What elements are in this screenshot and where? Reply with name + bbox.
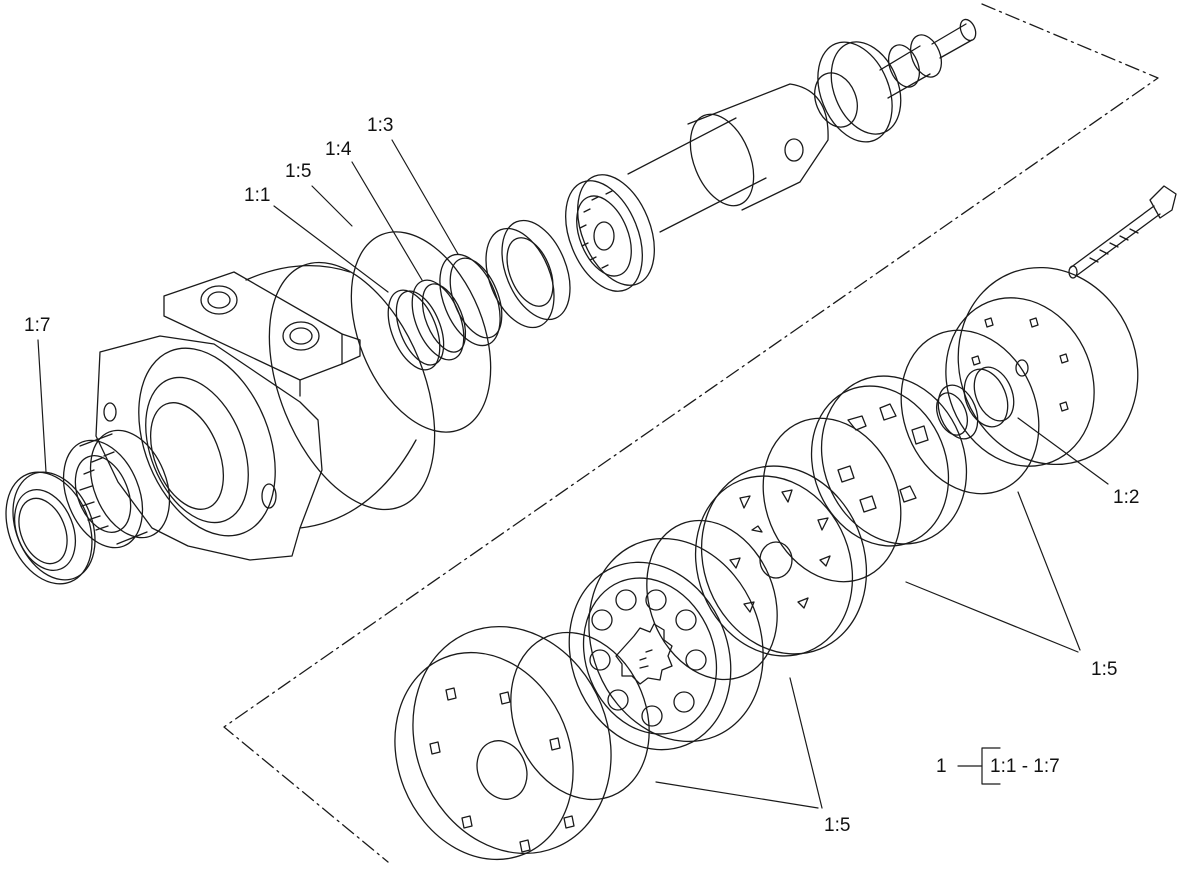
- valve-plate: [694, 465, 868, 657]
- needle-bearing: [62, 429, 171, 549]
- callout-1-5-top: 1:5: [285, 161, 312, 182]
- dust-seal: [387, 279, 467, 371]
- kit-legend-bracket: [957, 747, 1001, 785]
- callout-1-4: 1:4: [325, 139, 352, 160]
- gerotor-set: [568, 537, 764, 751]
- callout-1-7: 1:7: [24, 315, 51, 336]
- callout-1-5-right: 1:5: [1091, 659, 1118, 680]
- thrust-bearing: [565, 174, 655, 292]
- shaft-seal-ring: [485, 219, 571, 329]
- kit-boundary: [223, 3, 1159, 863]
- kit-item-number: 1: [936, 756, 947, 777]
- o-ring-lower: [510, 631, 650, 801]
- output-shaft: [627, 83, 829, 233]
- wear-plate: [394, 625, 612, 861]
- end-cap: [945, 266, 1139, 467]
- leader-lines: [37, 139, 1109, 809]
- o-ring-cap: [900, 329, 1040, 495]
- callout-1-5-bottom: 1:5: [824, 815, 851, 836]
- o-ring-mid: [762, 417, 902, 583]
- shaft-seal: [5, 471, 96, 585]
- case-drain-seal: [935, 366, 1015, 440]
- callout-1-2: 1:2: [1113, 487, 1140, 508]
- motor-housing: [95, 261, 436, 561]
- kit-range-label: 1:1 - 1:7: [990, 756, 1060, 777]
- back-up-ring: [439, 253, 503, 347]
- callout-1-1: 1:1: [244, 185, 271, 206]
- o-ring-valve: [646, 519, 778, 681]
- o-ring-large-top: [350, 231, 492, 433]
- cap-screw: [1068, 185, 1177, 279]
- drive-spline: [814, 18, 977, 143]
- balance-plate: [810, 375, 968, 547]
- callout-1-3: 1:3: [367, 115, 394, 136]
